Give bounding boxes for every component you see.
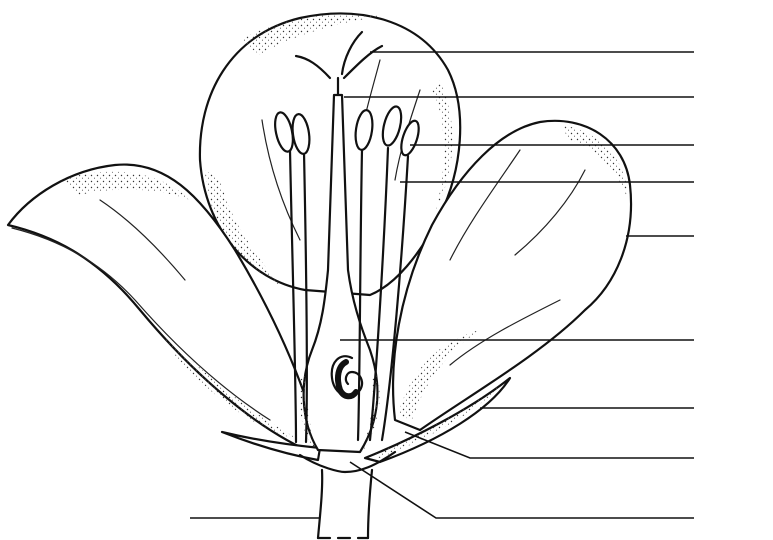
leader-line-9 <box>350 462 694 518</box>
leader-line-8 <box>405 432 694 458</box>
receptacle <box>300 452 395 538</box>
